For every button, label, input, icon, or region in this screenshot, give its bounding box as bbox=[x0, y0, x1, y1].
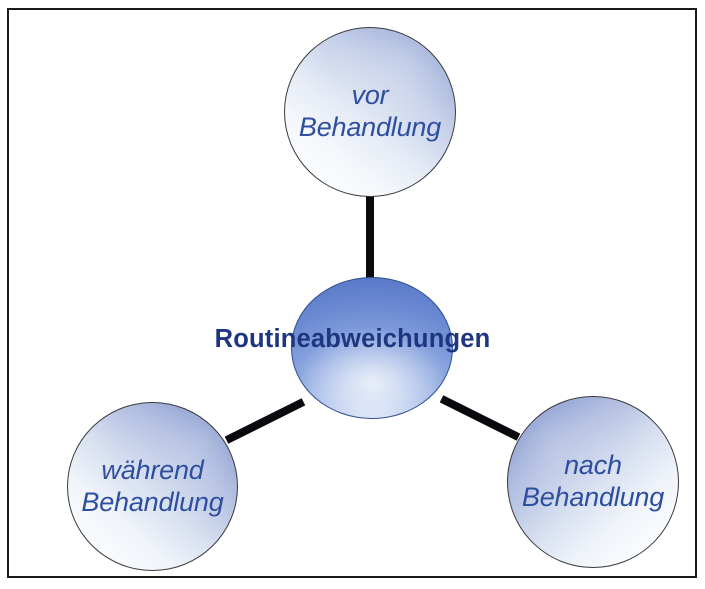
node-waehrend-behandlung-label: während Behandlung bbox=[81, 454, 224, 517]
node-vor-behandlung[interactable]: vor Behandlung bbox=[284, 27, 456, 197]
node-center-sphere[interactable] bbox=[291, 277, 453, 419]
node-vor-behandlung-label: vor Behandlung bbox=[298, 80, 442, 142]
node-nach-behandlung-label: nach Behandlung bbox=[521, 450, 665, 512]
connector-center-to-vor bbox=[366, 180, 374, 298]
node-waehrend-behandlung[interactable]: während Behandlung bbox=[67, 402, 238, 571]
node-nach-behandlung[interactable]: nach Behandlung bbox=[507, 396, 679, 568]
